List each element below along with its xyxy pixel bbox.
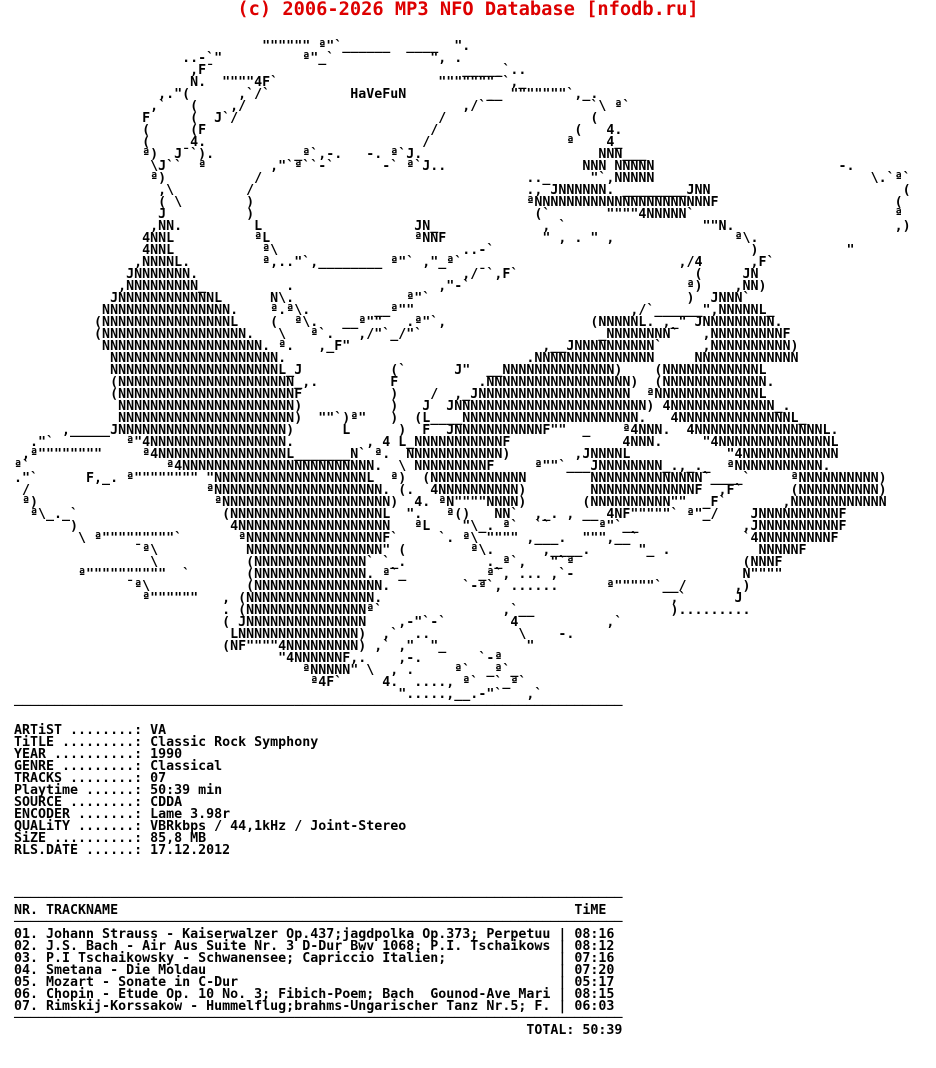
release-info: ────────────────────────────────────────… [14, 699, 623, 858]
ascii-art: """""" ª"`______ ____ ". ..-`" ª"_` ", .… [14, 39, 911, 702]
nfo-content: """""" ª"`______ ____ ". ..-`" ª"_` ", .… [14, 39, 911, 1038]
copyright-header: (c) 2006-2026 MP3 NFO Database [nfodb.ru… [237, 0, 699, 20]
tracklist: ────────────────────────────────────────… [14, 891, 623, 1038]
